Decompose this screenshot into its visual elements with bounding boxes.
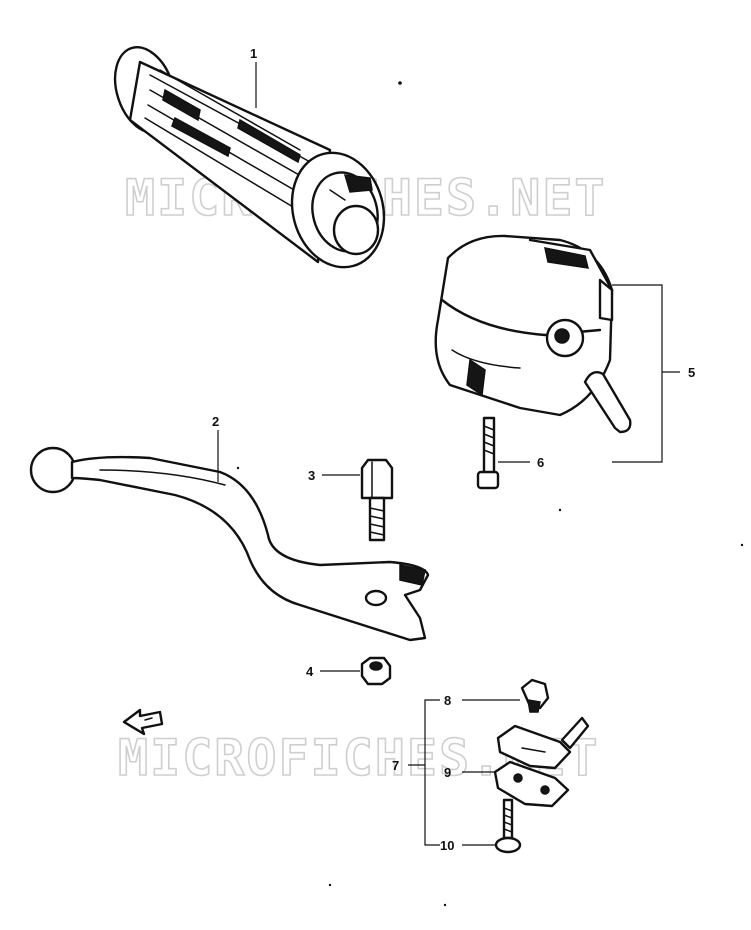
- brake-lever-part[interactable]: [29, 446, 430, 642]
- switch-housing-part[interactable]: [434, 234, 632, 434]
- callout-3: 3: [308, 468, 315, 483]
- callout-7: 7: [392, 758, 399, 773]
- pivot-bolt-part[interactable]: [360, 458, 394, 542]
- callout-1: 1: [250, 46, 257, 61]
- callout-5: 5: [688, 365, 695, 380]
- callout-8: 8: [444, 693, 451, 708]
- switch-assembly-parts[interactable]: [493, 678, 590, 854]
- callout-10: 10: [440, 838, 454, 853]
- callout-6: 6: [537, 455, 544, 470]
- arrow-left-icon: [122, 708, 164, 736]
- callout-2: 2: [212, 414, 219, 429]
- callout-9: 9: [444, 765, 451, 780]
- grip-part[interactable]: [105, 40, 397, 278]
- screw-part-6[interactable]: [476, 416, 500, 490]
- callout-4: 4: [306, 664, 314, 679]
- nut-part[interactable]: [360, 656, 392, 686]
